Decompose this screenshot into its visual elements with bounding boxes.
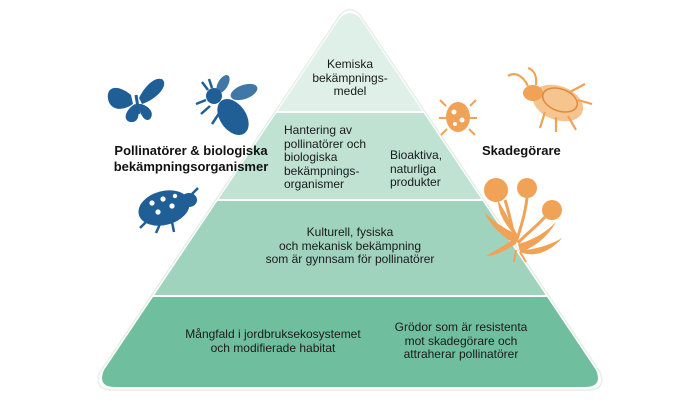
tier4-right-text: Grödor som är resistenta mot skadegörare… [394, 320, 528, 361]
ladybug-icon [138, 187, 199, 234]
butterfly-icon [107, 78, 165, 123]
tier2-left-text: Hantering av pollinatörer och biologiska… [284, 123, 367, 191]
tier2-right-text: Bioaktiva, naturliga produkter [390, 148, 443, 189]
aphid-icon [507, 66, 593, 132]
pest-mite-icon [439, 99, 477, 136]
pests-label: Skadegörare [482, 143, 561, 158]
tier1-text: Kemiska bekämpnings- medel [312, 57, 388, 98]
tier4-left-text: Mångfald i jordbruksekosystemet och modi… [185, 327, 361, 355]
pollinators-label: Pollinatörer & biologiska bekämpningsorg… [113, 143, 269, 174]
dandelion-weed-icon [484, 178, 562, 263]
tier3-text: Kulturell, fysiska och mekanisk bekämpni… [265, 225, 435, 266]
bee-icon [195, 74, 258, 136]
pyramid-tier-4 [102, 297, 598, 387]
